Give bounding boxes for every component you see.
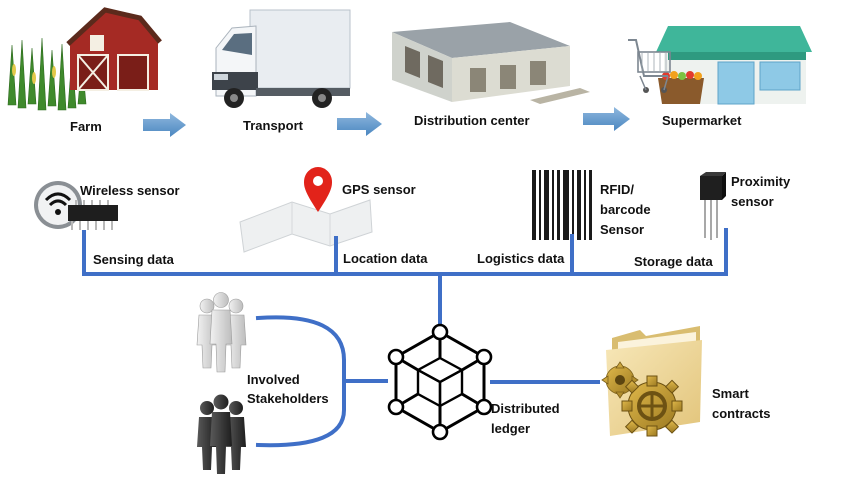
sensing-data-label: Sensing data xyxy=(93,252,175,267)
flow-arrow xyxy=(143,113,186,137)
stakeholders-label: Involved Stakeholders xyxy=(247,372,329,406)
wireless-sensor-icon xyxy=(34,181,118,230)
flow-arrow xyxy=(583,107,630,131)
proximity-sensor-label: Proximity sensor xyxy=(731,174,794,209)
smart-contracts-label: Smart contracts xyxy=(712,386,771,421)
connector-lines xyxy=(82,228,728,448)
logistics-data-label: Logistics data xyxy=(477,251,565,266)
gps-sensor-icon xyxy=(239,167,373,253)
rfid-sensor-label: RFID/ barcode Sensor xyxy=(600,182,654,237)
farm-icon xyxy=(7,7,162,111)
stage-label-distribution-center: Distribution center xyxy=(414,113,530,128)
ledger-label: Distributed ledger xyxy=(491,401,563,436)
stakeholders-dark-icon xyxy=(197,394,246,474)
wireless-sensor-label: Wireless sensor xyxy=(80,183,180,198)
storage-data-label: Storage data xyxy=(634,254,714,269)
smart-contracts-icon xyxy=(601,326,702,437)
truck-icon xyxy=(212,9,351,108)
location-data-label: Location data xyxy=(343,251,428,266)
stakeholders-light-icon xyxy=(196,292,247,373)
supermarket-icon xyxy=(628,26,812,105)
stage-label-supermarket: Supermarket xyxy=(662,113,742,128)
flow-arrow xyxy=(337,112,382,136)
distributed-ledger-icon xyxy=(387,323,493,441)
barcode-icon xyxy=(532,170,592,240)
stage-label-farm: Farm xyxy=(70,119,102,134)
gps-sensor-label: GPS sensor xyxy=(342,182,416,197)
stage-label-transport: Transport xyxy=(243,118,304,133)
warehouse-icon xyxy=(392,22,590,104)
proximity-sensor-icon xyxy=(700,172,726,240)
